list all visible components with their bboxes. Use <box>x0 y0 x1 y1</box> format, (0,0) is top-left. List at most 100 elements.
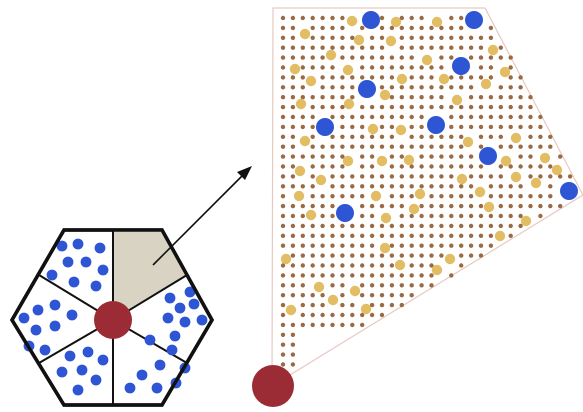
lattice-dot <box>379 184 385 189</box>
zoom-wedge-outline <box>271 7 583 388</box>
lattice-dot <box>350 312 355 318</box>
blue-particle <box>64 350 76 362</box>
lattice-dot <box>439 45 444 50</box>
lattice-dot <box>478 55 484 60</box>
blue-particle <box>82 346 94 358</box>
lattice-dot <box>389 243 395 248</box>
lattice-dot <box>290 273 296 278</box>
lattice-dot <box>538 124 543 130</box>
lattice-dot <box>528 203 533 209</box>
lattice-dot <box>350 144 355 149</box>
lattice-dot <box>320 75 325 80</box>
lattice-dot <box>290 263 296 268</box>
lattice-dot <box>320 213 325 219</box>
blue-particle <box>49 320 61 332</box>
lattice-dot <box>280 114 286 120</box>
lattice-dot <box>389 293 395 298</box>
lattice-dot <box>330 114 335 120</box>
lattice-dot <box>488 35 494 40</box>
yellow-particle <box>431 16 443 28</box>
lattice-dot <box>340 104 345 110</box>
blue-particle <box>169 330 181 342</box>
lattice-dot <box>389 104 395 110</box>
lattice-dot <box>290 293 296 298</box>
lattice-dot <box>369 144 375 149</box>
yellow-particle <box>408 203 420 215</box>
lattice-dot <box>419 104 424 110</box>
lattice-dot <box>360 322 365 328</box>
lattice-dot <box>330 233 335 238</box>
lattice-dot <box>310 25 315 31</box>
lattice-dot <box>310 15 315 21</box>
lattice-dot <box>280 65 286 70</box>
lattice-dot <box>429 164 434 169</box>
yellow-particle <box>349 285 361 297</box>
lattice-dot <box>300 15 305 21</box>
lattice-dot <box>369 184 375 189</box>
lattice-dot <box>498 213 503 219</box>
lattice-dot <box>419 154 424 159</box>
lattice-dot <box>300 223 305 229</box>
lattice-dot <box>528 164 533 169</box>
lattice-dot <box>350 85 355 90</box>
lattice-dot <box>340 293 345 298</box>
lattice-dot <box>468 243 474 248</box>
lattice-dot <box>310 194 315 199</box>
lattice-dot <box>360 164 365 169</box>
lattice-dot <box>330 194 335 199</box>
lattice-dot <box>488 134 494 139</box>
lattice-dot <box>360 104 365 110</box>
lattice-dot <box>310 154 315 159</box>
lattice-dot <box>330 104 335 110</box>
lattice-dot <box>389 164 395 169</box>
blue-particle <box>188 298 200 310</box>
blue-particle-zoomed <box>316 118 334 136</box>
lattice-dot <box>300 65 305 70</box>
lattice-dot <box>498 55 503 60</box>
lattice-dot <box>419 65 424 70</box>
lattice-dot <box>280 174 286 179</box>
lattice-dot <box>360 203 365 209</box>
lattice-dot <box>429 263 434 268</box>
lattice-dot <box>310 243 315 248</box>
yellow-particle <box>353 34 365 46</box>
lattice-dot <box>280 85 286 90</box>
yellow-particle <box>403 154 415 166</box>
lattice-dot <box>429 243 434 248</box>
blue-particle <box>196 314 208 326</box>
lattice-dot <box>409 283 414 288</box>
lattice-dot <box>340 114 345 120</box>
lattice-dot <box>449 273 454 278</box>
lattice-dot <box>419 15 424 21</box>
lattice-dot <box>369 213 375 219</box>
lattice-dot <box>369 154 375 159</box>
lattice-dot <box>350 253 355 258</box>
lattice-dot <box>399 144 404 149</box>
lattice-dot <box>369 104 375 110</box>
lattice-dot <box>468 55 474 60</box>
lattice-dot <box>280 55 286 60</box>
lattice-dot <box>340 55 345 60</box>
lattice-dot <box>488 243 494 248</box>
lattice-dot <box>300 184 305 189</box>
lattice-dot <box>429 223 434 229</box>
lattice-dot <box>330 322 335 328</box>
lattice-dot <box>280 25 286 31</box>
lattice-dot <box>508 85 513 90</box>
lattice-dot <box>300 253 305 258</box>
lattice-dot <box>290 283 296 288</box>
lattice-dot <box>320 273 325 278</box>
lattice-dot <box>320 322 325 328</box>
lattice-dot <box>300 263 305 268</box>
lattice-dot <box>379 203 385 209</box>
lattice-dot <box>399 95 404 100</box>
lattice-dot <box>459 25 464 31</box>
lattice-dot <box>439 174 444 179</box>
lattice-dot <box>528 104 533 110</box>
lattice-dot <box>280 273 286 278</box>
lattice-dot <box>340 243 345 248</box>
lattice-dot <box>399 243 404 248</box>
blue-particle <box>68 276 80 288</box>
